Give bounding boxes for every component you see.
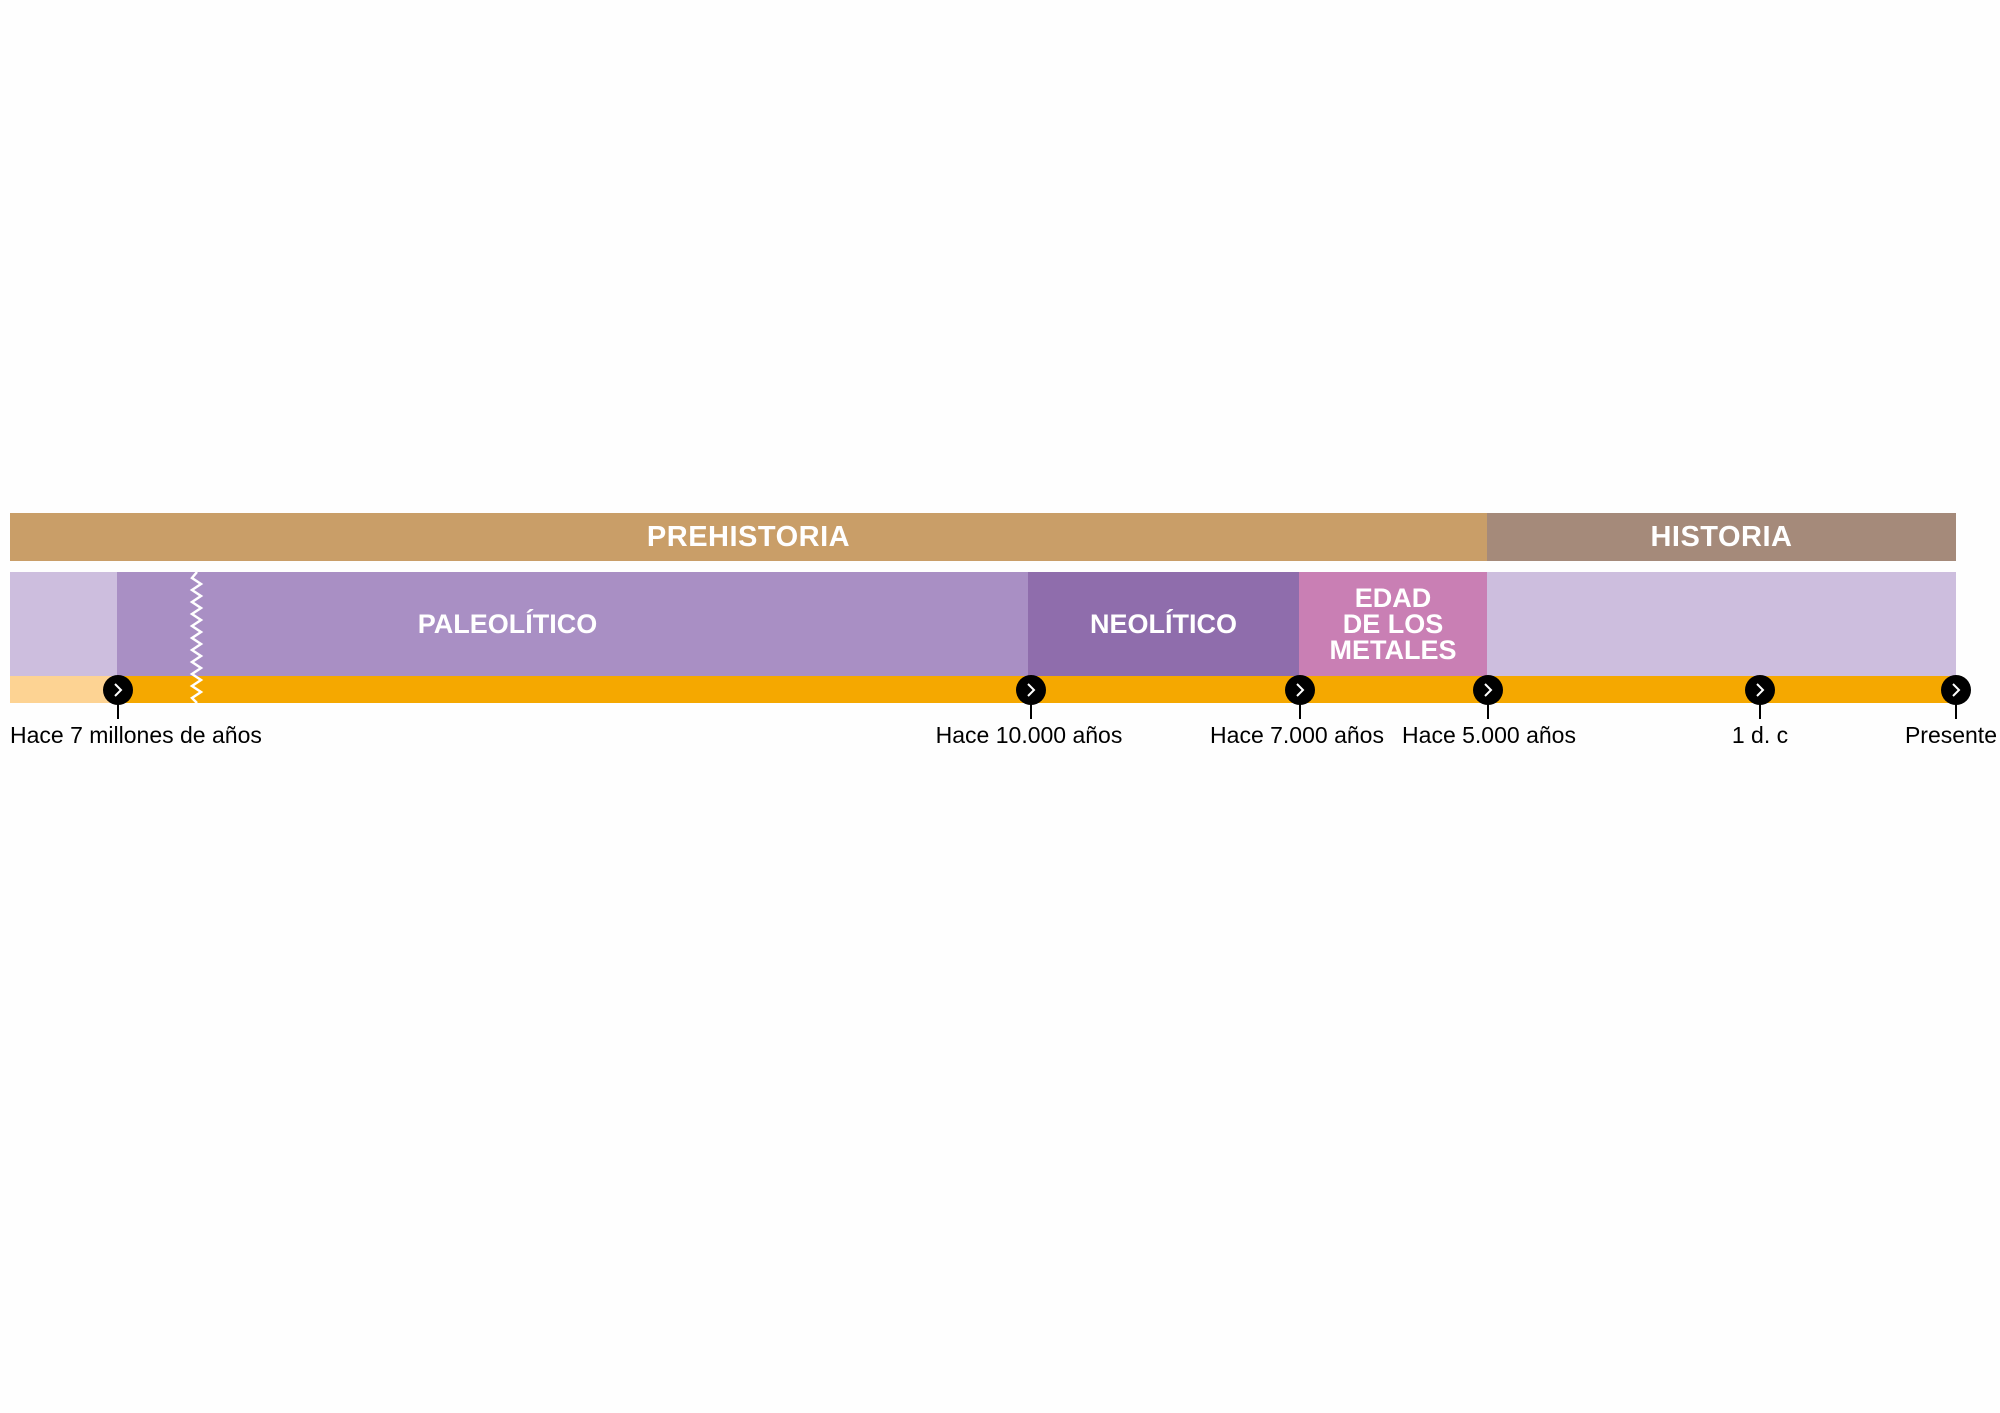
period-label: NEOLÍTICO bbox=[1090, 609, 1237, 639]
chevron-right-icon bbox=[1027, 683, 1036, 697]
milestone-marker[interactable] bbox=[103, 675, 133, 705]
tick bbox=[117, 703, 119, 719]
scale-break-zigzag bbox=[189, 572, 204, 703]
chevron-right-icon bbox=[114, 683, 123, 697]
era-label: PREHISTORIA bbox=[646, 520, 851, 553]
tick bbox=[1299, 703, 1301, 719]
milestone-label: 1 d. c bbox=[1731, 722, 1789, 748]
milestone-label: Hace 10.000 años bbox=[935, 722, 1123, 748]
era-prehistoria: PREHISTORIA bbox=[10, 513, 1487, 561]
chevron-right-icon bbox=[1756, 683, 1765, 697]
pre-paleolithic-band bbox=[10, 572, 117, 676]
milestone-label: Hace 5.000 años bbox=[1402, 722, 1576, 748]
milestone-marker[interactable] bbox=[1941, 675, 1971, 705]
period-label-line: METALES bbox=[1329, 635, 1457, 665]
milestone-marker[interactable] bbox=[1473, 675, 1503, 705]
period-label-line: EDAD bbox=[1354, 583, 1432, 613]
tick bbox=[1955, 703, 1957, 719]
milestone-marker[interactable] bbox=[1016, 675, 1046, 705]
period-label: PALEOLÍTICO bbox=[417, 609, 598, 639]
milestone-marker[interactable] bbox=[1745, 675, 1775, 705]
historia-band bbox=[1487, 572, 1956, 676]
period-neolitico: NEOLÍTICO bbox=[1028, 572, 1299, 676]
tick bbox=[1759, 703, 1761, 719]
chevron-right-icon bbox=[1484, 683, 1493, 697]
tick bbox=[1487, 703, 1489, 719]
milestone-label: Presente bbox=[1904, 722, 1997, 748]
milestone-marker[interactable] bbox=[1285, 675, 1315, 705]
axis-pre-bar bbox=[10, 676, 117, 703]
period-paleolitico: PALEOLÍTICO bbox=[117, 572, 1028, 676]
chevron-right-icon bbox=[1952, 683, 1961, 697]
era-historia: HISTORIA bbox=[1487, 513, 1956, 561]
milestone-label: Hace 7.000 años bbox=[1210, 722, 1384, 748]
tick bbox=[1030, 703, 1032, 719]
period-label-line: DE LOS bbox=[1342, 609, 1444, 639]
milestone-label: Hace 7 millones de años bbox=[10, 722, 262, 748]
chevron-right-icon bbox=[1296, 683, 1305, 697]
era-label: HISTORIA bbox=[1650, 520, 1793, 553]
